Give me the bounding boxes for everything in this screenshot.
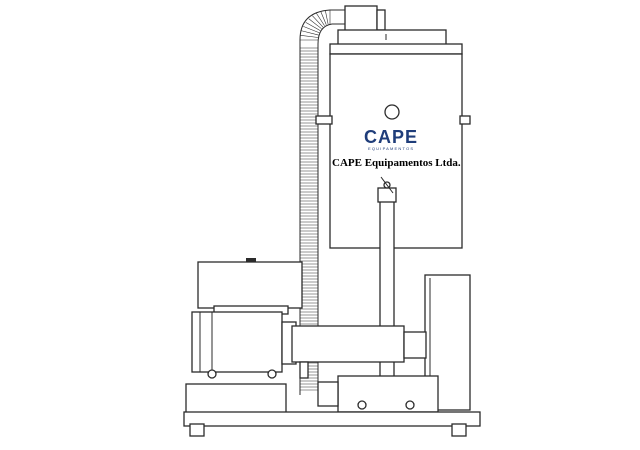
motor — [191, 311, 297, 379]
main-tank — [315, 53, 471, 249]
company-label: CAPE Equipamentos Ltda. — [332, 157, 461, 169]
hose-rib — [305, 22, 321, 31]
logo-text: CAPE — [364, 127, 418, 147]
pump-tube — [291, 325, 427, 379]
cape-logo: CAPE EQUIPAMENTOS — [364, 127, 418, 151]
hose-rib — [320, 11, 327, 25]
hose-rib — [316, 13, 325, 26]
hose-rib — [303, 26, 320, 34]
side-clamp-left — [315, 115, 333, 125]
inspection-port — [384, 104, 400, 120]
hose-rib — [300, 35, 319, 38]
lower-pump — [317, 375, 439, 413]
hose-rib — [301, 30, 319, 36]
electric-panel — [197, 258, 303, 315]
base-frame — [183, 383, 481, 437]
hose-rib — [312, 15, 324, 28]
tank-top-cap — [329, 29, 463, 55]
side-clamp-right — [459, 115, 471, 125]
hose-top-flange — [376, 9, 386, 31]
hose-rib — [325, 10, 329, 25]
logo-subtext: EQUIPAMENTOS — [368, 146, 414, 151]
right-cabinet — [424, 274, 471, 411]
hose-rib — [308, 18, 322, 29]
